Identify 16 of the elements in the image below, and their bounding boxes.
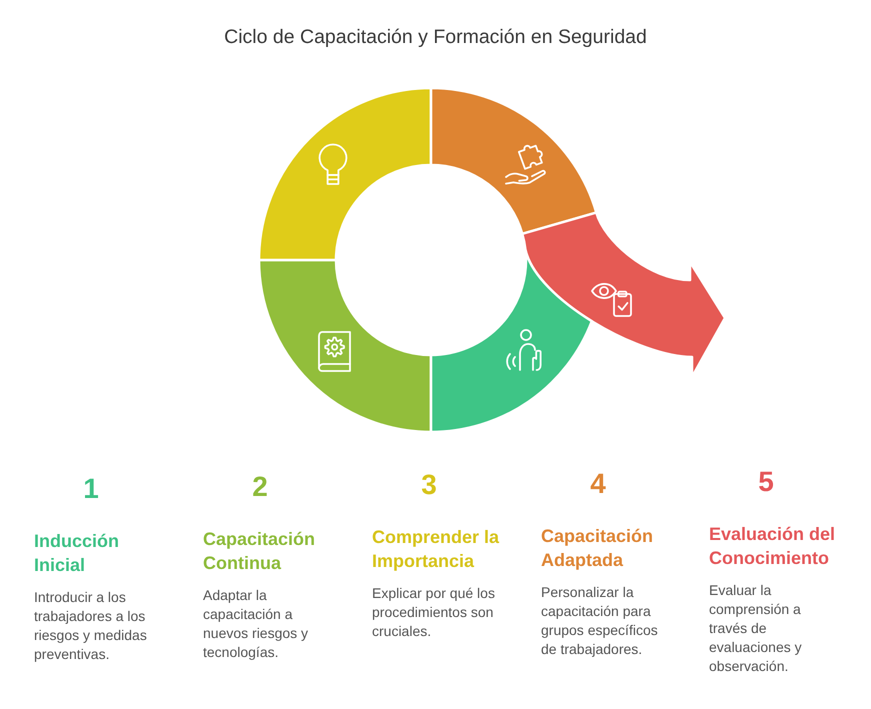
step-title: Capacitación Continua [203, 528, 316, 575]
step-description: Evaluar la comprensión a través de evaluaciones y observación. [709, 581, 803, 676]
step-description: Personalizar la capacitación para grupos específicos de trabajadores. [541, 583, 659, 659]
step-title: Capacitación Adaptada [541, 525, 654, 572]
step-number: 4 [590, 470, 606, 498]
step-number: 1 [83, 475, 99, 503]
step-number: 2 [252, 473, 268, 501]
step-title: Inducción Inicial [34, 530, 120, 577]
step-description: Adaptar la capacitación a nuevos riesgos y tecnologías. [203, 586, 310, 662]
diagram-title: Ciclo de Capacitación y Formación en Seguridad [224, 25, 647, 49]
step-title: Evaluación del Conocimiento [709, 523, 836, 570]
step-description: Introducir a los trabajadores a los riesgos y medidas preventivas. [34, 588, 148, 664]
step-description: Explicar por qué los procedimientos son cruciales. [372, 584, 496, 641]
step-number: 3 [421, 471, 437, 499]
step-number: 5 [758, 468, 774, 496]
step-title: Comprender la Importancia [372, 526, 500, 573]
